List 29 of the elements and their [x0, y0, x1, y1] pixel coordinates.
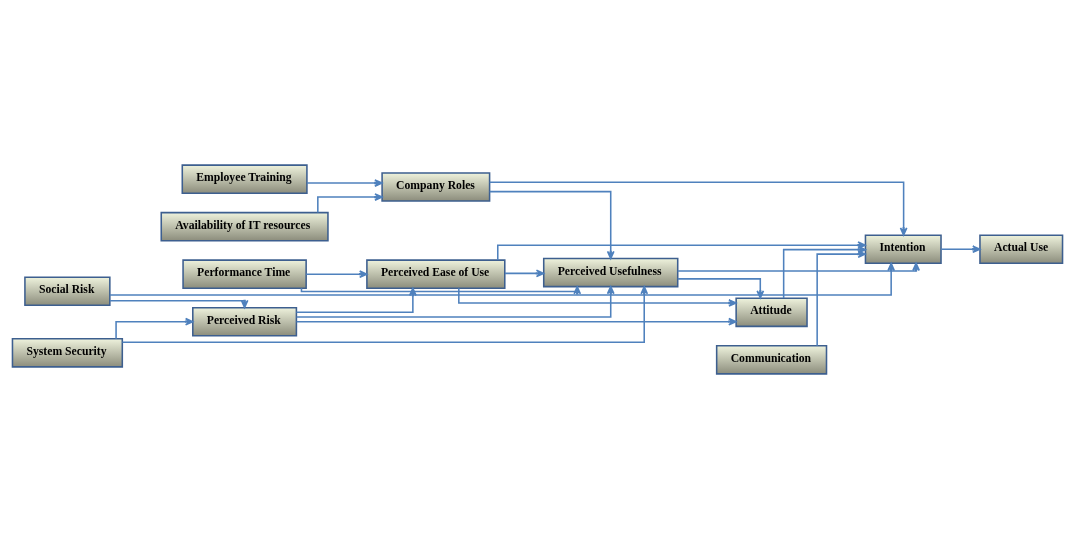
arrow: [305, 270, 368, 279]
node-box: Actual Use: [979, 234, 1064, 265]
arrow: [306, 179, 383, 187]
node-box: Performance Time: [182, 259, 307, 289]
node-box: Social Risk: [24, 276, 111, 307]
arrow: [488, 181, 908, 236]
node-box: Employee Training: [181, 164, 308, 194]
arrow: [504, 269, 545, 278]
node-box: Intention: [864, 234, 942, 265]
node-box: Company Roles: [381, 172, 491, 202]
node-box: Perceived Ease of Use: [366, 259, 506, 289]
arrow: [121, 285, 649, 344]
arrow: [677, 278, 765, 299]
arrow: [295, 317, 737, 326]
node-box: Availability of IT resources: [160, 211, 329, 242]
arrow: [816, 250, 866, 347]
node-box: Communication: [715, 345, 828, 375]
arrow: [115, 317, 194, 340]
node-box: System Security: [11, 338, 124, 368]
node-box: Perceived Risk: [192, 306, 298, 337]
node-box: Attitude: [735, 297, 808, 328]
arrow: [458, 287, 737, 307]
arrow: [300, 286, 582, 295]
arrow: [295, 287, 417, 314]
node-box: Perceived Usefulness: [542, 257, 679, 288]
arrow: [295, 285, 615, 318]
arrow: [940, 245, 981, 254]
arrow: [109, 299, 249, 309]
arrow: [488, 190, 615, 260]
